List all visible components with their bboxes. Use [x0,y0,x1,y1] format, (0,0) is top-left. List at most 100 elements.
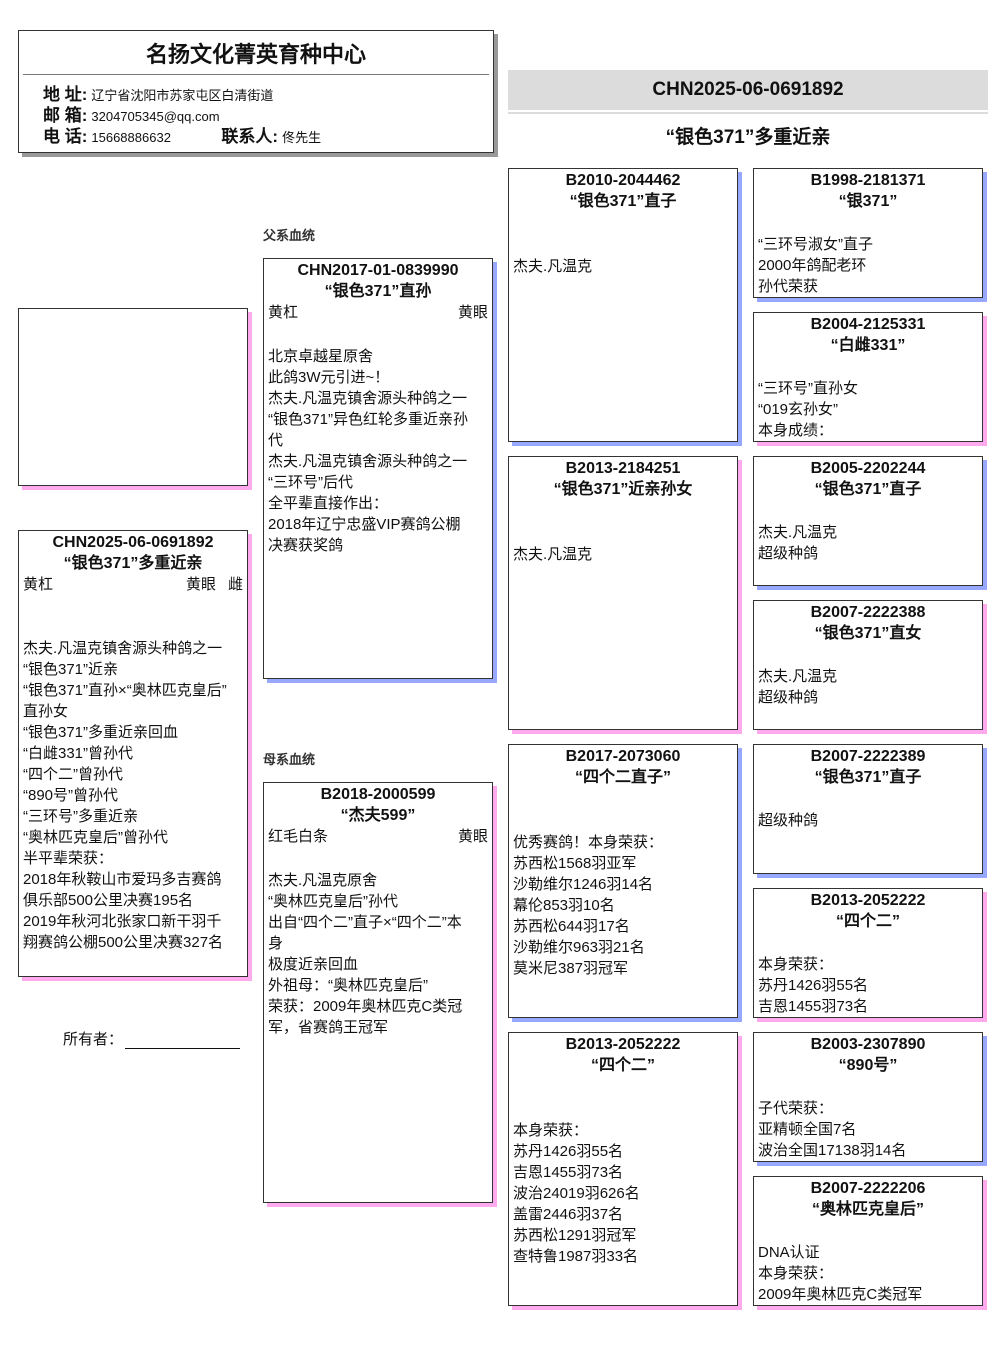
pigeon-name: “银色371”直女 [814,625,922,642]
pigeon-name: “杰夫599” [340,807,416,824]
note-line: 翔赛鸽公棚500公里决赛327名 [23,934,224,951]
eye-sex: 黄眼 [458,826,488,847]
note-line: “银色371”异色红轮多重近亲孙 [268,411,469,428]
phone-value: 15668886632 [91,130,171,145]
note-line: 身 [268,935,284,952]
card-notes: 杰夫.凡温克超级种鸽 [758,666,978,708]
ring-number: CHN2025-06-0691892 [52,534,214,551]
pigeon-name: “四个二” [590,1057,655,1074]
feather-color: 黄杠 [23,576,54,593]
note-line: 半平辈荣获： [23,850,114,867]
color-eye-row: 黄杠 黄眼 [264,302,492,323]
sex: 雌 [227,576,243,593]
pedigree-card[interactable]: CHN2017-01-0839990“银色371”直孙黄杠黄眼北京卓越星原舍此鸽… [263,258,493,679]
note-line: 杰夫.凡温克镇舍源头种鸽之一 [268,453,468,470]
pigeon-name: “银色371”直子 [814,481,922,498]
eye-sex: 黄眼雌 [186,574,243,595]
note-line: 沙勒维尔1246羽14名 [513,876,654,893]
card-notes: 杰夫.凡温克超级种鸽 [758,522,978,564]
note-line: “019玄孙女” [758,401,839,418]
card-notes: 本身荣获： 苏丹1426羽55名吉恩1455羽73名 [758,954,978,1017]
note-line: 决赛获奖鸽 [268,537,344,554]
ring-number: B2013-2052222 [810,892,926,909]
pedigree-card[interactable]: B2010-2044462“银色371”直子杰夫.凡温克 [508,168,738,442]
note-line: 超级种鸽 [758,545,819,562]
note-line: 杰夫.凡温克 [758,524,838,541]
note-line: “奥林匹克皇后”曾孙代 [23,829,168,846]
ring-number: B2005-2202244 [810,460,926,477]
note-line: 盖雷2446羽37名 [513,1206,624,1223]
color-eye-row: 黄杠 黄眼雌 [19,574,247,595]
note-line: 全平辈直接作出： [268,495,389,512]
eye-color: 黄眼 [457,828,488,845]
email-row: 邮 箱:3204705345@qq.com [43,106,220,127]
owner-signature-line[interactable] [125,1032,241,1049]
pedigree-card[interactable]: B2018-2000599“杰夫599”红毛白条黄眼杰夫.凡温克原舍“奥林匹克皇… [263,782,493,1203]
ring-number: B2007-2222389 [810,748,926,765]
pigeon-name: “白雌331” [830,337,906,354]
note-line: 苏丹1426羽55名 [758,977,869,994]
note-line: 波治24019羽626名 [513,1185,640,1202]
note-line: DNA认证 [758,1244,820,1261]
pedigree-card[interactable]: B2004-2125331“白雌331”“三环号”直孙女“019玄孙女”本身成绩… [753,312,983,442]
note-line: 杰夫.凡温克镇舍源头种鸽之一 [23,640,223,657]
note-line: 吉恩1455羽73名 [758,998,869,1015]
note-line: 直孙女 [23,703,69,720]
feather-color: 黄杠 [268,304,299,321]
pigeon-name: “银色371”近亲孙女 [553,481,693,498]
card-notes: 杰夫.凡温克镇舍源头种鸽之一“银色371”近亲“银色371”直孙×“奥林匹克皇后… [23,638,243,953]
note-line: 莫米尼387羽冠军 [513,960,629,977]
note-line: 代 [268,432,284,449]
ring-number: B2003-2307890 [810,1036,926,1053]
note-line: “三环号”后代 [268,474,353,491]
note-line: 荣获：2009年奥林匹克C类冠 [268,998,463,1015]
note-line: “银色371”直孙×“奥林匹克皇后” [23,682,227,699]
pedigree-card[interactable]: B2005-2202244 “银色371”直子杰夫.凡温克超级种鸽 [753,456,983,586]
note-line: 本身荣获： [758,1265,834,1282]
ring-number: B2010-2044462 [565,172,681,189]
note-line: 沙勒维尔963羽21名 [513,939,645,956]
note-line: 幕伦853羽10名 [513,897,615,914]
pedigree-card[interactable]: CHN2025-06-0691892“银色371”多重近亲黄杠黄眼雌杰夫.凡温克… [18,530,248,977]
pedigree-card[interactable]: B2013-2052222“四个二”本身荣获：苏丹1426羽55名吉恩1455羽… [753,888,983,1018]
ring-number: B1998-2181371 [810,172,926,189]
address-label: 地 址: [43,85,88,104]
ring-number: CHN2017-01-0839990 [297,262,459,279]
pedigree-card[interactable]: B2013-2052222“四个二”本身荣获：苏丹1426羽55名吉恩1455羽… [508,1032,738,1306]
pedigree-card[interactable]: B2007-2222206“奥林匹克皇后”DNA认证本身荣获：2009年奥林匹克… [753,1176,983,1306]
note-line: 苏西松1291羽冠军 [513,1227,637,1244]
ring-number-banner: CHN2025-06-0691892 [508,70,988,110]
note-line: 孙代荣获 [758,278,819,295]
eye-sex: 黄眼 [458,302,488,323]
note-line: 本身荣获： [758,956,834,973]
note-line: 杰夫.凡温克 [513,258,593,275]
note-line: 超级种鸽 [758,689,819,706]
note-line: “三环号”直孙女 [758,380,858,397]
card-notes: “三环号”直孙女“019玄孙女”本身成绩： [758,378,978,441]
pedigree-card[interactable]: B2007-2222388“银色371”直女杰夫.凡温克超级种鸽 [753,600,983,730]
note-line: 苏西松1568羽亚军 [513,855,637,872]
note-line: 俱乐部500公里决赛195名 [23,892,194,909]
card-notes: 超级种鸽 [758,810,978,831]
note-line: 杰夫.凡温克 [513,546,593,563]
pigeon-name: “奥林匹克皇后” [811,1201,924,1218]
card-notes: DNA认证本身荣获：2009年奥林匹克C类冠军 [758,1242,978,1305]
pedigree-card[interactable]: B2013-2184251 “银色371”近亲孙女杰夫.凡温克 [508,456,738,730]
note-line: 2018年辽宁忠盛VIP赛鸽公棚 [268,516,461,533]
phone-label: 电 话: [43,127,88,146]
note-line: 2000年鸽配老环 [758,257,867,274]
note-line: 优秀赛鸽！本身荣获： [513,834,664,851]
contact-value: 佟先生 [282,130,322,145]
contact-label: 联系人: [221,127,279,146]
ring-number: B2013-2184251 [565,460,681,477]
pigeon-name: “890号” [838,1057,898,1074]
pedigree-card[interactable]: B2003-2307890“890号”子代荣获：亚精顿全国7名波治全国17138… [753,1032,983,1162]
pedigree-card[interactable]: B2007-2222389“银色371”直子超级种鸽 [753,744,983,874]
email-label: 邮 箱: [43,106,88,125]
pedigree-card[interactable]: B2017-2073060“四个二直子”优秀赛鸽！本身荣获：苏西松1568羽亚军… [508,744,738,1018]
owner-label: 所有者： [63,1031,124,1048]
note-line: 亚精顿全国7名 [758,1121,857,1138]
note-line: 苏西松644羽17名 [513,918,630,935]
